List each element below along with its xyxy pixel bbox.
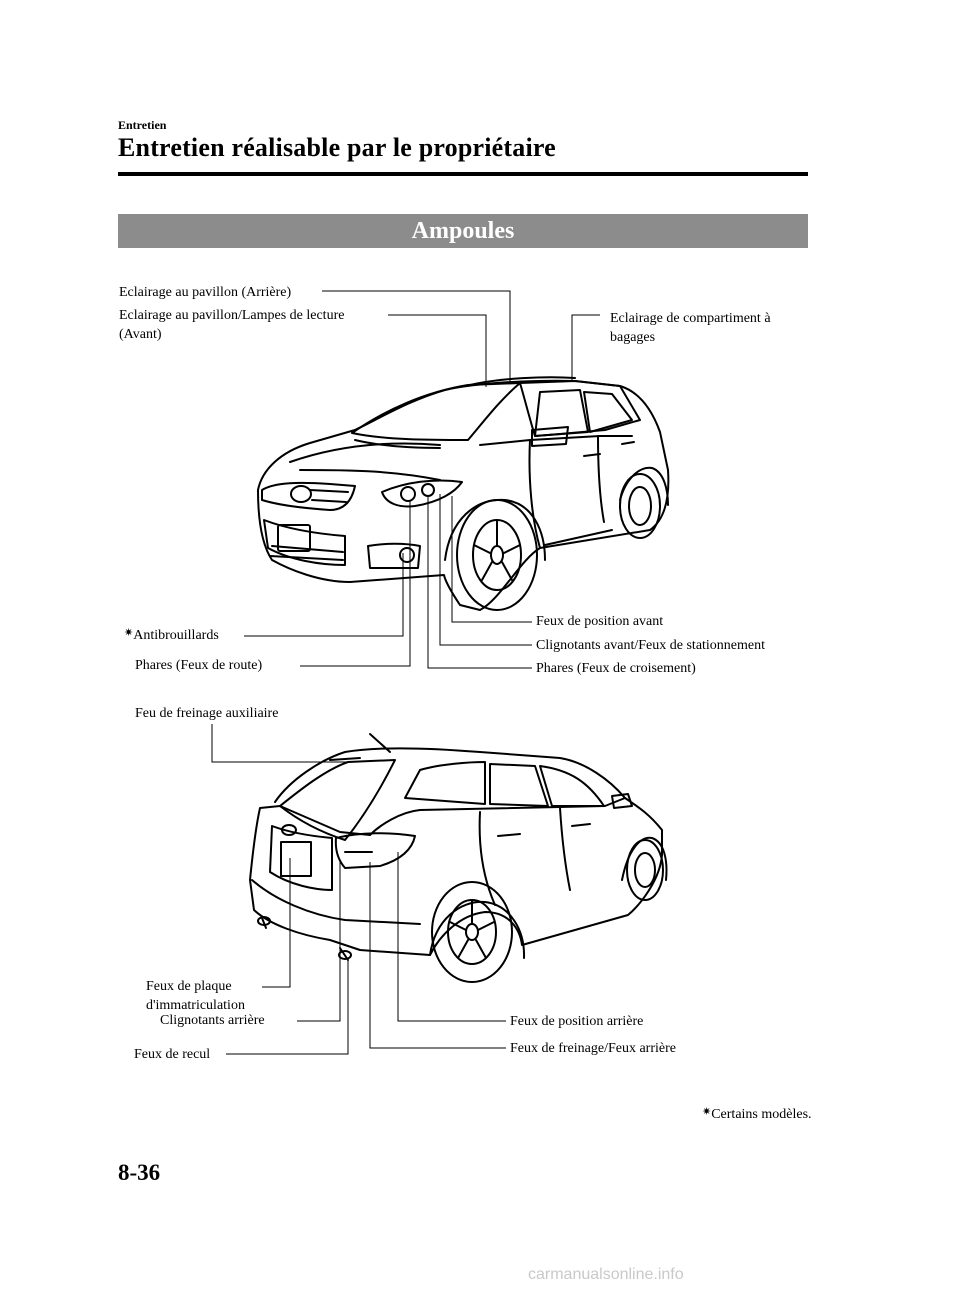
label-plate-lamp: Feux de plaque d'immatriculation — [146, 979, 245, 1013]
star-icon: ✷ — [124, 627, 134, 639]
leader-cargo — [571, 314, 600, 380]
leader-roof-rear — [322, 290, 511, 383]
leader-plate — [262, 858, 291, 988]
section-banner: Ampoules — [118, 214, 808, 248]
page-number: 8-36 — [118, 1160, 161, 1185]
leader-front-turn — [439, 494, 532, 646]
leader-high-beam — [300, 500, 411, 667]
label-front-position: Feux de position avant — [536, 614, 664, 629]
rear-car-illustration — [249, 733, 668, 983]
leader-aux-brake — [211, 724, 356, 763]
footnote: ✷Certains modèles. — [702, 1106, 812, 1122]
label-high-beam: Phares (Feux de route) — [135, 658, 263, 673]
section-label: Entretien — [118, 118, 167, 132]
leader-brake-tail — [369, 862, 506, 1049]
star-icon: ✷ — [702, 1106, 712, 1118]
leader-front-position — [451, 496, 532, 623]
label-reverse-lamp: Feux de recul — [134, 1047, 211, 1062]
label-low-beam: Phares (Feux de croisement) — [536, 661, 696, 676]
leader-low-beam — [427, 496, 532, 669]
label-front-turn: Clignotants avant/Feux de stationnement — [536, 638, 766, 653]
leader-reverse — [226, 958, 349, 1055]
label-cargo-lamp: Eclairage de compartiment à bagages — [610, 311, 771, 345]
label-fog-lamp: ✷Antibrouillards — [124, 627, 219, 643]
label-aux-brake: Feu de freinage auxiliaire — [135, 706, 279, 721]
front-leader-lines — [244, 290, 600, 669]
page-title: Entretien réalisable par le propriétaire — [118, 133, 556, 162]
label-roof-rear-lamp: Eclairage au pavillon (Arrière) — [119, 285, 292, 300]
label-rear-turn: Clignotants arrière — [160, 1013, 265, 1028]
front-car-illustration — [257, 376, 670, 611]
label-roof-front-lamp: Eclairage au pavillon/Lampes de lecture … — [119, 308, 345, 342]
watermark[interactable]: carmanualsonline.info — [528, 1266, 684, 1283]
label-brake-tail: Feux de freinage/Feux arrière — [510, 1041, 676, 1056]
leader-roof-front — [388, 314, 487, 387]
leader-rear-turn — [297, 860, 341, 1022]
rear-leader-lines — [211, 724, 506, 1055]
title-rule — [118, 172, 808, 176]
leader-fog — [244, 553, 404, 637]
label-rear-position: Feux de position arrière — [510, 1014, 644, 1029]
leader-rear-position — [397, 852, 506, 1022]
